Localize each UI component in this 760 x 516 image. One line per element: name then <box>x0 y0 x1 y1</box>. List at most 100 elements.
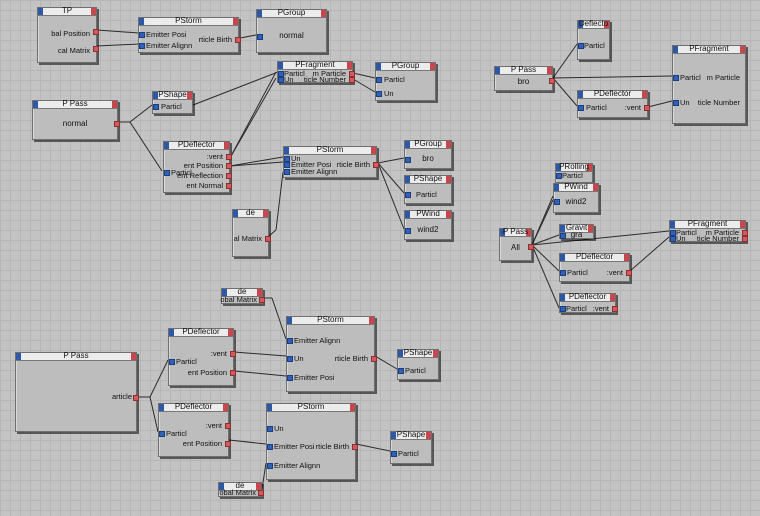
input-port[interactable] <box>284 169 290 175</box>
input-port[interactable] <box>673 75 679 81</box>
output-port[interactable] <box>133 395 139 401</box>
output-port[interactable] <box>93 29 99 35</box>
de-node[interactable]: de al Matrix <box>232 208 271 257</box>
node-header[interactable]: PFragment <box>673 44 745 54</box>
de-node[interactable]: de obal Matrix <box>218 481 264 497</box>
input-port[interactable] <box>278 71 284 77</box>
input-port[interactable] <box>159 431 165 437</box>
node-header[interactable]: P Pass <box>495 65 552 75</box>
pshape-node[interactable]: PShape Particl <box>397 348 439 380</box>
output-port[interactable] <box>349 71 355 77</box>
input-port[interactable] <box>278 77 284 83</box>
tp-node[interactable]: TP bal Position cal Matrix <box>37 6 99 63</box>
input-port[interactable] <box>139 32 145 38</box>
input-port[interactable] <box>267 463 273 469</box>
output-port[interactable] <box>373 162 379 168</box>
node-header[interactable]: PGroup <box>405 139 451 149</box>
pstorm-node[interactable]: PStorm Un Emitter Posi Emitter Alignn rt… <box>283 145 379 178</box>
node-header[interactable]: PStorm <box>267 402 355 412</box>
pgravity-node[interactable]: Gravit gra <box>559 223 594 239</box>
output-port[interactable] <box>549 78 555 84</box>
pstorm-node[interactable]: PStorm Emitter Alignn Un Emitter Posi rt… <box>286 315 377 392</box>
input-port[interactable] <box>376 91 382 97</box>
ppass-node[interactable]: P Pass article <box>15 351 139 432</box>
output-port[interactable] <box>265 236 271 242</box>
node-header[interactable]: PShape <box>398 348 438 358</box>
node-header[interactable]: PWind <box>554 182 598 192</box>
output-port[interactable] <box>742 230 748 236</box>
node-header[interactable]: PDeflector <box>169 327 233 337</box>
input-port[interactable] <box>560 270 566 276</box>
node-header[interactable]: PShape <box>391 430 431 440</box>
pgroup-node[interactable]: PGroup bro <box>404 139 452 169</box>
input-port[interactable] <box>405 192 411 198</box>
input-port[interactable] <box>284 162 290 168</box>
node-header[interactable]: PFragment <box>278 60 352 70</box>
output-port[interactable] <box>644 105 650 111</box>
node-header[interactable]: PFragment <box>670 219 745 229</box>
node-header[interactable]: P Pass <box>16 351 136 361</box>
pdeflector-node[interactable]: PDeflector Particl :vent ent Position <box>158 402 231 457</box>
input-port[interactable] <box>556 173 562 179</box>
node-header[interactable]: PWind <box>405 209 451 219</box>
input-port[interactable] <box>287 356 293 362</box>
pdeflector-node[interactable]: PDeflector Particl :vent <box>559 252 632 282</box>
output-port[interactable] <box>528 244 534 250</box>
node-header[interactable]: PDeflector <box>164 140 229 150</box>
pdeflector-node[interactable]: PDeflector Particl :vent <box>577 89 650 118</box>
output-port[interactable] <box>226 183 232 189</box>
output-port[interactable] <box>349 77 355 83</box>
output-port[interactable] <box>226 173 232 179</box>
output-port[interactable] <box>371 356 377 362</box>
input-port[interactable] <box>405 157 411 163</box>
node-header[interactable]: PDeflector <box>578 89 647 99</box>
node-header[interactable]: P Pass <box>500 227 531 237</box>
output-port[interactable] <box>626 270 632 276</box>
input-port[interactable] <box>376 77 382 83</box>
input-port[interactable] <box>391 451 397 457</box>
input-port[interactable] <box>398 368 404 374</box>
input-port[interactable] <box>164 170 170 176</box>
pfragment-node[interactable]: PFragment Particl Un m Particle ticle Nu… <box>672 44 746 124</box>
node-header[interactable]: de <box>219 481 261 491</box>
output-port[interactable] <box>225 423 231 429</box>
pgroup-node[interactable]: PGroup Particl Un <box>375 61 436 101</box>
prolling-node[interactable]: PRolling Particl <box>555 162 593 183</box>
input-port[interactable] <box>578 105 584 111</box>
input-port[interactable] <box>153 104 159 110</box>
node-header[interactable]: Gravit <box>560 223 593 233</box>
pfragment-node[interactable]: PFragment Particl Un m Particle ticle Nu… <box>669 219 748 243</box>
output-port[interactable] <box>612 306 618 312</box>
input-port[interactable] <box>578 43 584 49</box>
pwind-node[interactable]: PWind wind2 <box>553 182 599 213</box>
pgroup-node[interactable]: PGroup normal <box>256 8 327 53</box>
output-port[interactable] <box>259 297 265 303</box>
input-port[interactable] <box>405 228 411 234</box>
pshape-node[interactable]: PShape Particl <box>404 174 452 204</box>
output-port[interactable] <box>226 163 232 169</box>
input-port[interactable] <box>267 426 273 432</box>
pshape-node[interactable]: PShape Particl <box>152 90 193 114</box>
node-header[interactable]: de <box>222 287 262 297</box>
output-port[interactable] <box>226 154 232 160</box>
pdeflector-node[interactable]: PDeflector Particl :vent ent Position <box>168 327 236 386</box>
output-port[interactable] <box>352 444 358 450</box>
input-port[interactable] <box>560 233 566 239</box>
output-port[interactable] <box>230 370 236 376</box>
node-header[interactable]: de <box>233 208 268 218</box>
pdeflector-node[interactable]: PDeflector Particl :vent ent Position en… <box>163 140 232 193</box>
ppass-node[interactable]: P Pass normal <box>32 99 120 140</box>
input-port[interactable] <box>287 375 293 381</box>
pfragment-node[interactable]: PFragment Particl Un m Particle ticle Nu… <box>277 60 355 84</box>
input-port[interactable] <box>139 43 145 49</box>
node-header[interactable]: PGroup <box>376 61 435 71</box>
output-port[interactable] <box>230 351 236 357</box>
node-header[interactable]: PStorm <box>287 315 374 325</box>
output-port[interactable] <box>114 121 120 127</box>
input-port[interactable] <box>284 156 290 162</box>
output-port[interactable] <box>235 37 241 43</box>
input-port[interactable] <box>257 34 263 40</box>
pdeflector-node[interactable]: Deflecto Particl <box>577 19 610 60</box>
node-header[interactable]: P Pass <box>33 99 117 109</box>
output-port[interactable] <box>258 490 264 496</box>
